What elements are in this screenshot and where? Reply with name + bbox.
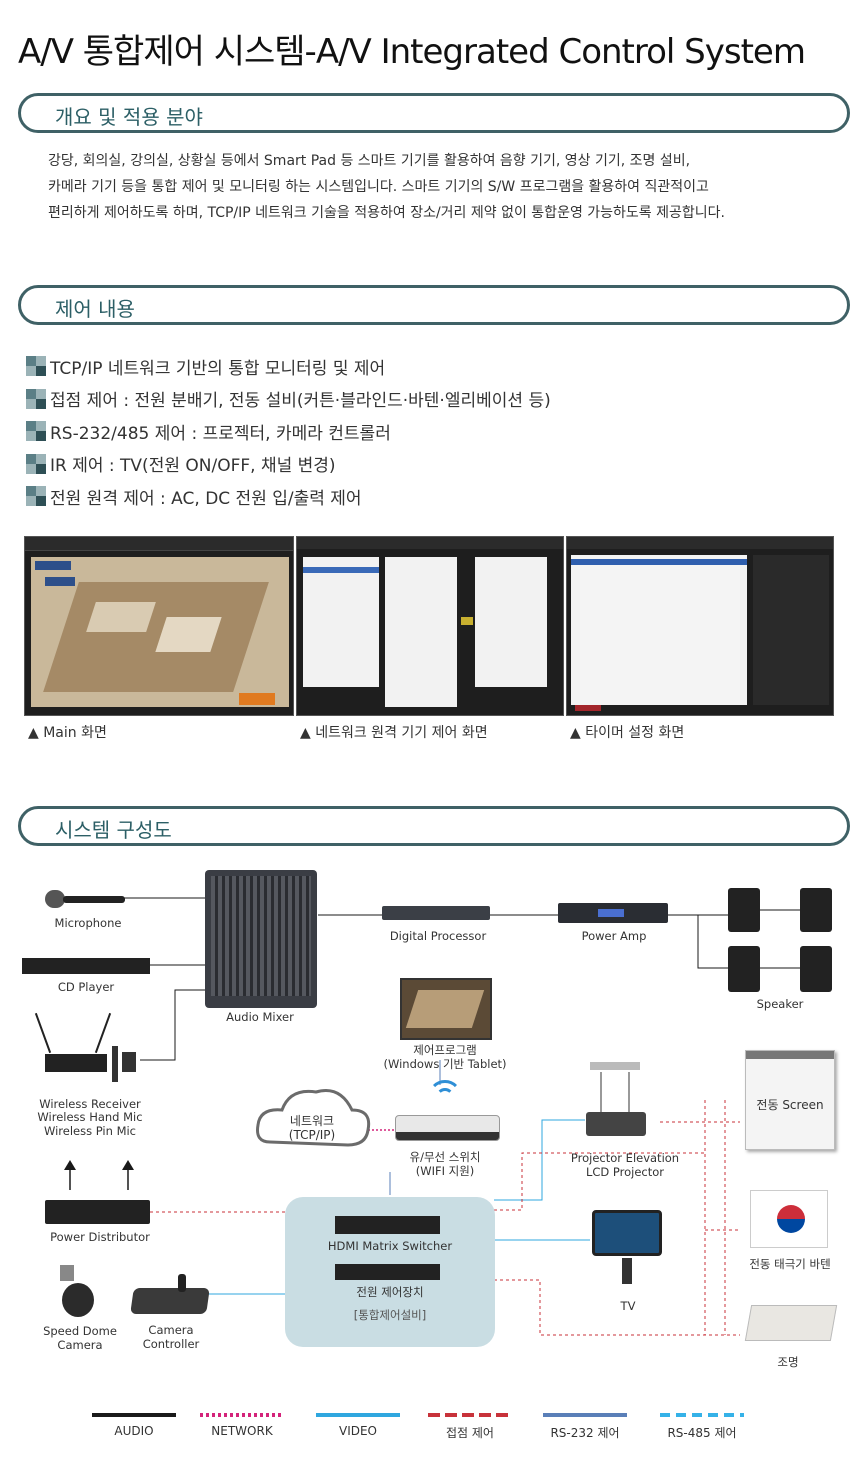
- list-item-text: TCP/IP 네트워크 기반의 통합 모니터링 및 제어: [50, 358, 386, 379]
- list-item-text: IR 제어 : TV(전원 ON/OFF, 채널 변경): [50, 456, 336, 477]
- device-label: 네트워크: [289, 1114, 335, 1128]
- network-switch-icon: [395, 1115, 500, 1141]
- device-label: Digital Processor: [389, 929, 487, 943]
- device-label: Camera: [57, 1338, 103, 1352]
- section-heading: 개요 및 적용 분야: [55, 105, 203, 129]
- legend-swatch-contact: [428, 1413, 512, 1417]
- speaker-icon: [728, 946, 760, 992]
- legend-label: RS-485 제어: [667, 1426, 737, 1440]
- caption: ▲ 네트워크 원격 기기 제어 화면: [300, 725, 488, 741]
- overview-paragraph: 강당, 회의실, 강의실, 상황실 등에서 Smart Pad 등 스마트 기기…: [48, 148, 848, 226]
- device-label: Wireless Hand Mic: [37, 1110, 143, 1124]
- device-label: 전동 Screen: [756, 1098, 824, 1112]
- device-label: (TCP/IP): [288, 1128, 336, 1142]
- page-title: A/V 통합제어 시스템-A/V Integrated Control Syst…: [18, 32, 806, 72]
- tablet-icon: [400, 978, 492, 1040]
- bullet-icon: [26, 421, 46, 442]
- section-heading: 시스템 구성도: [55, 818, 172, 842]
- microphone-icon: [45, 890, 125, 908]
- legend-swatch-rs485: [660, 1413, 744, 1417]
- timer-screen-thumbnail: [566, 536, 834, 716]
- device-label: Power Amp: [581, 929, 647, 943]
- legend-swatch-video: [316, 1413, 400, 1417]
- flag-icon: [750, 1190, 828, 1248]
- wifi-icon: [428, 1080, 462, 1104]
- device-label: 유/무선 스위치: [409, 1150, 481, 1164]
- bullet-icon: [26, 453, 46, 474]
- list-item-text: RS-232/485 제어 : 프로젝터, 카메라 컨트롤러: [50, 423, 391, 444]
- section-header-control: 제어 내용: [18, 285, 850, 325]
- power-distributor-icon: [45, 1200, 150, 1224]
- device-label: Speaker: [756, 997, 804, 1011]
- section-header-system: 시스템 구성도: [18, 806, 850, 846]
- legend-label: 접점 제어: [446, 1426, 494, 1440]
- motorized-screen-icon: [745, 1050, 835, 1150]
- device-label: Audio Mixer: [226, 1010, 294, 1024]
- device-label: 조명: [777, 1355, 799, 1369]
- list-item-text: 전원 원격 제어 : AC, DC 전원 입/출력 제어: [50, 488, 362, 509]
- camera-controller-icon: [130, 1272, 210, 1318]
- overview-line: 강당, 회의실, 강의실, 상황실 등에서 Smart Pad 등 스마트 기기…: [48, 153, 691, 169]
- device-label: 제어프로그램: [413, 1043, 477, 1057]
- main-screen-thumbnail: [24, 536, 294, 716]
- list-item: IR 제어 : TV(전원 ON/OFF, 채널 변경): [26, 448, 551, 481]
- list-item: TCP/IP 네트워크 기반의 통합 모니터링 및 제어: [26, 350, 551, 383]
- device-label: (WIFI 지원): [415, 1164, 475, 1178]
- power-amp-icon: [558, 903, 668, 923]
- legend-label: NETWORK: [211, 1424, 273, 1438]
- section-heading: 제어 내용: [55, 297, 135, 321]
- device-label: Speed Dome: [43, 1324, 117, 1338]
- legend-swatch-network: [200, 1413, 284, 1417]
- bullet-icon: [26, 388, 46, 409]
- projector-elevation-icon: [580, 1062, 652, 1142]
- network-control-screen-thumbnail: [296, 536, 564, 716]
- speaker-icon: [728, 888, 760, 932]
- device-label: TV: [620, 1299, 636, 1313]
- device-label: (Windows 기반 Tablet): [383, 1057, 507, 1071]
- caption: ▲ Main 화면: [28, 725, 107, 741]
- legend-swatch-rs232: [543, 1413, 627, 1417]
- caption: ▲ 타이머 설정 화면: [570, 725, 685, 741]
- device-label: Wireless Pin Mic: [43, 1124, 137, 1138]
- power-control-icon: [335, 1264, 440, 1280]
- speed-dome-camera-icon: [52, 1265, 98, 1319]
- overview-line: 편리하게 제어하도록 하며, TCP/IP 네트워크 기술을 적용하여 장소/거…: [48, 205, 725, 221]
- device-label: Wireless Receiver: [39, 1097, 141, 1111]
- wireless-mic-icon: [34, 1012, 140, 1087]
- device-label: Power Distributor: [50, 1230, 150, 1244]
- device-label: 전원 제어장치: [356, 1285, 424, 1299]
- list-item: 접점 제어 : 전원 분배기, 전동 설비(커튼·블라인드·바텐·엘리베이션 등…: [26, 383, 551, 416]
- light-icon: [744, 1305, 838, 1341]
- device-label: [통합제어설비]: [353, 1308, 427, 1322]
- legend-swatch-audio: [92, 1413, 176, 1417]
- device-label: HDMI Matrix Switcher: [327, 1239, 453, 1253]
- device-label: 전동 태극기 바텐: [749, 1257, 831, 1271]
- legend-label: RS-232 제어: [550, 1426, 620, 1440]
- digital-processor-icon: [382, 906, 490, 920]
- tv-icon: [592, 1210, 662, 1256]
- device-label: Camera: [148, 1323, 194, 1337]
- legend-label: AUDIO: [114, 1424, 154, 1438]
- section-header-overview: 개요 및 적용 분야: [18, 93, 850, 133]
- device-label: Projector Elevation: [570, 1151, 680, 1165]
- tv-stand-icon: [622, 1258, 632, 1284]
- list-item: 전원 원격 제어 : AC, DC 전원 입/출력 제어: [26, 480, 551, 513]
- cd-player-icon: [22, 958, 150, 974]
- speaker-icon: [800, 946, 832, 992]
- device-label: CD Player: [57, 980, 115, 994]
- audio-mixer-icon: [205, 870, 317, 1008]
- bullet-icon: [26, 356, 46, 377]
- overview-line: 카메라 기기 등을 통합 제어 및 모니터링 하는 시스템입니다. 스마트 기기…: [48, 179, 709, 195]
- control-list: TCP/IP 네트워크 기반의 통합 모니터링 및 제어 접점 제어 : 전원 …: [26, 350, 551, 513]
- device-label: LCD Projector: [585, 1165, 665, 1179]
- list-item-text: 접점 제어 : 전원 분배기, 전동 설비(커튼·블라인드·바텐·엘리베이션 등…: [50, 391, 551, 412]
- bullet-icon: [26, 486, 46, 507]
- device-label: Controller: [142, 1337, 200, 1351]
- hdmi-matrix-icon: [335, 1216, 440, 1234]
- legend-label: VIDEO: [338, 1424, 377, 1438]
- device-label: Microphone: [54, 916, 122, 930]
- list-item: RS-232/485 제어 : 프로젝터, 카메라 컨트롤러: [26, 415, 551, 448]
- speaker-icon: [800, 888, 832, 932]
